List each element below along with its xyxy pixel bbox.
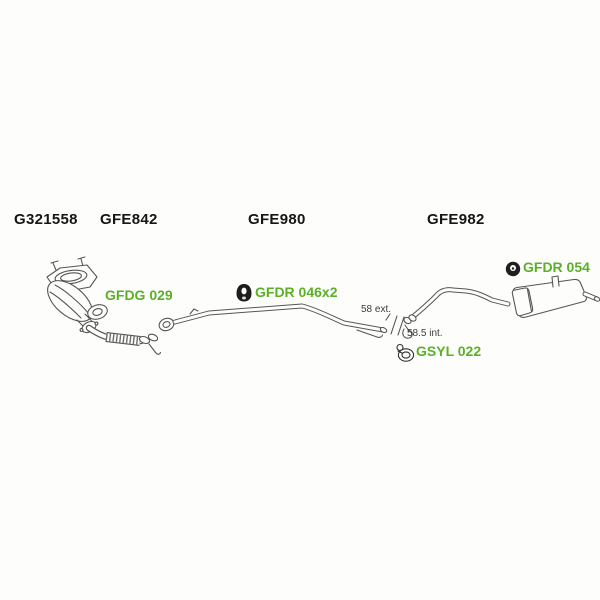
joint-marks [385, 313, 410, 336]
rear-pipe-drawing [402, 287, 511, 339]
heading-front-flex-pipe: GFE842 [100, 211, 158, 228]
part-tag-gasket[interactable]: GFDG 029 [105, 287, 173, 303]
rubber-mount-icon[interactable] [236, 284, 252, 302]
heading-centre-pipe: GFE980 [248, 211, 306, 228]
part-tag-rear-mount[interactable]: GFDR 054 [523, 259, 590, 275]
measurement-inner-diameter: 58.5 int. [407, 328, 443, 339]
gasket-ring-drawing [87, 304, 108, 320]
clamp-icon[interactable] [396, 343, 415, 362]
part-tag-clamp[interactable]: GSYL 022 [416, 343, 482, 359]
joint-ring-drawing [158, 317, 175, 332]
rear-silencer-drawing [511, 275, 600, 318]
heading-catalytic-converter: G321558 [14, 211, 78, 228]
heading-rear-silencer: GFE982 [427, 211, 485, 228]
centre-pipe-drawing [172, 303, 388, 338]
rubber-mount-icon[interactable] [505, 261, 521, 277]
front-flex-pipe-drawing [85, 324, 162, 355]
part-tag-centre-mount[interactable]: GFDR 046x2 [255, 284, 338, 300]
catalytic-converter-drawing [46, 256, 99, 334]
measurement-outer-diameter: 58 ext. [361, 304, 392, 315]
